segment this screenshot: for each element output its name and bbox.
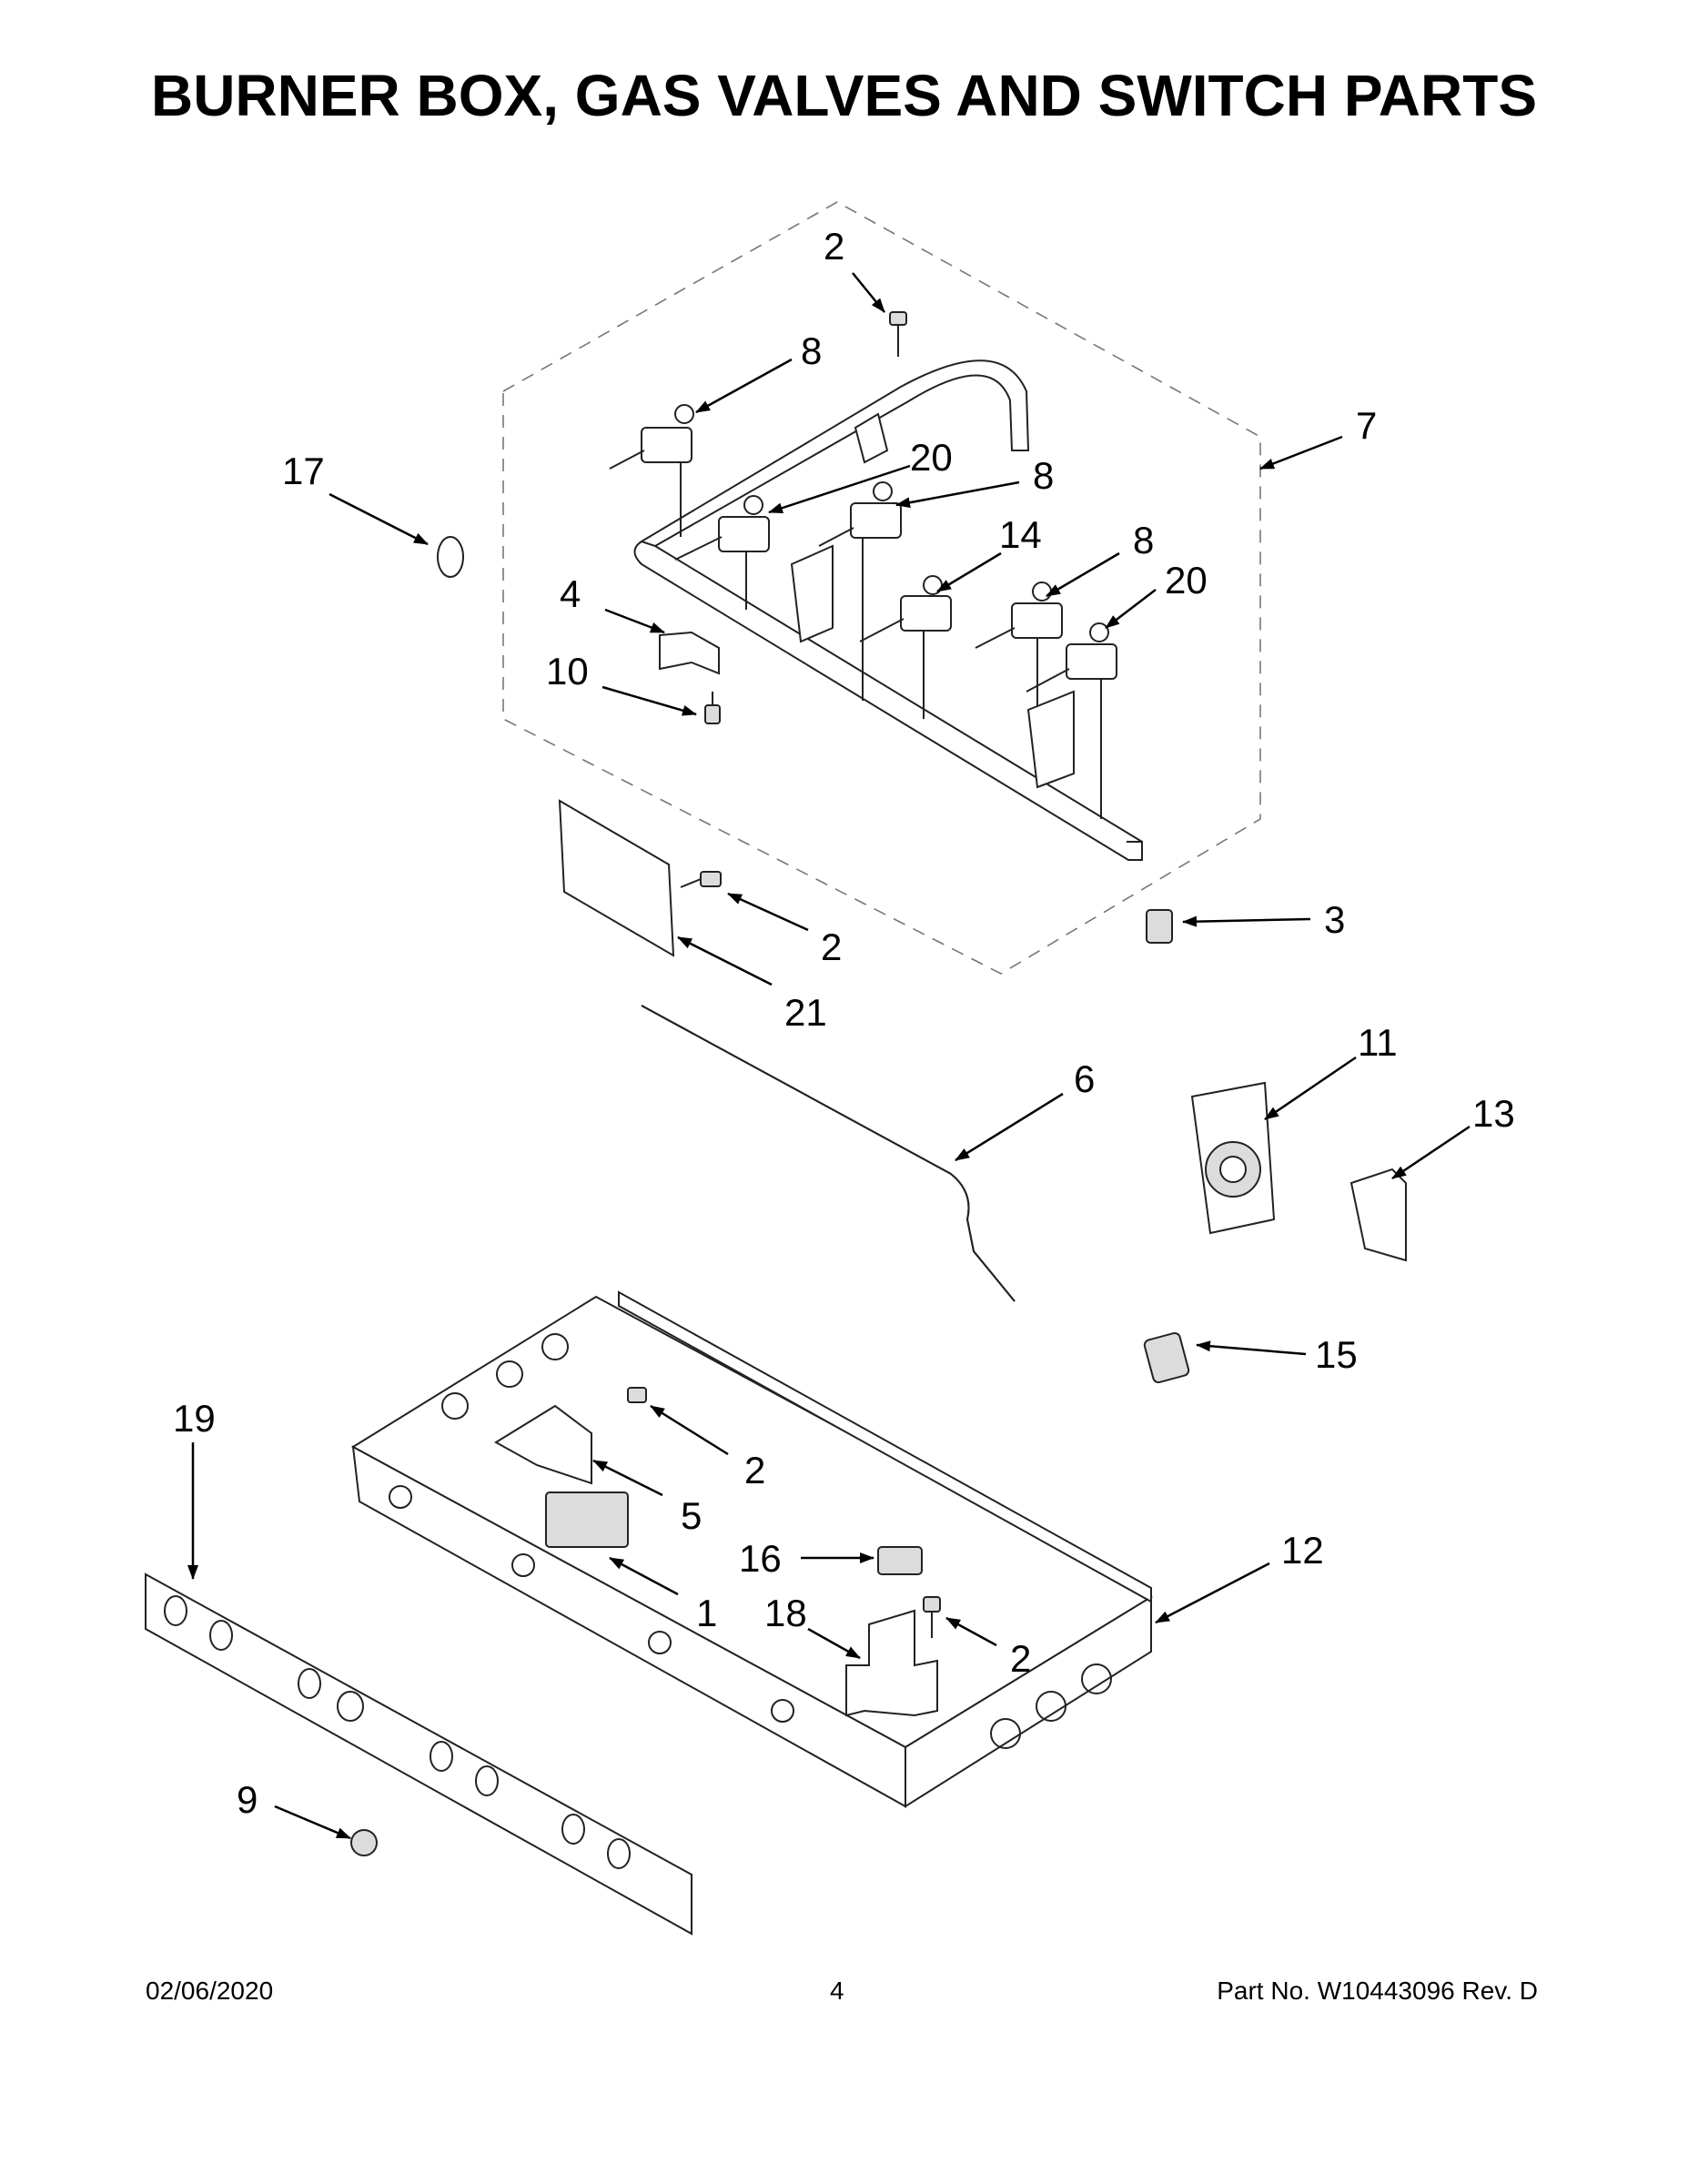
bracket-18 (845, 1609, 938, 1717)
top-bracket (854, 412, 889, 464)
callout-19: 19 (173, 1397, 216, 1440)
switch-16 (877, 1546, 923, 1575)
callout-12: 12 (1281, 1529, 1324, 1572)
callout-20: 20 (910, 436, 953, 479)
manifold-pipe (633, 359, 1143, 861)
front-panel (145, 1572, 692, 1936)
callout-2: 2 (744, 1449, 765, 1491)
callout-8: 8 (801, 329, 822, 372)
screw-box-1 (627, 1387, 647, 1403)
footer-page-number: 4 (830, 1977, 844, 2005)
fitting-15 (1143, 1331, 1190, 1384)
screw-top (889, 311, 907, 357)
callout-5: 5 (681, 1494, 702, 1537)
callout-3: 3 (1324, 898, 1345, 941)
callout-17: 17 (282, 450, 325, 492)
gas-valve-3 (818, 481, 902, 701)
callout-4: 4 (560, 572, 581, 615)
callout-8: 8 (1033, 454, 1054, 497)
callout-11: 11 (1358, 1021, 1398, 1064)
callout-15: 15 (1315, 1333, 1358, 1376)
callout-14: 14 (999, 513, 1042, 556)
seal-disc (437, 536, 464, 578)
callout-1: 1 (696, 1592, 717, 1634)
manifold-assembly-boundary (502, 201, 1261, 975)
bracket-4 (659, 631, 720, 675)
callout-18: 18 (764, 1592, 807, 1634)
knob-ring (350, 1829, 378, 1856)
callout-13: 13 (1472, 1092, 1515, 1135)
bracket-13 (1349, 1168, 1407, 1262)
screw-10 (704, 692, 721, 724)
gas-valve-6 (1026, 622, 1117, 819)
footer-date: 02/06/2020 (146, 1977, 274, 2005)
leader-arrows (187, 272, 1471, 1840)
callout-2: 2 (1010, 1637, 1031, 1680)
gas-valve-1 (609, 404, 694, 537)
screw-box-2 (923, 1596, 941, 1638)
screw-plate (680, 871, 722, 888)
callout-2: 2 (821, 925, 842, 968)
callout-9: 9 (237, 1778, 258, 1821)
page-title: BURNER BOX, GAS VALVES AND SWITCH PARTS (150, 63, 1538, 128)
cover-plate (558, 799, 675, 957)
pressure-regulator (1190, 1081, 1276, 1235)
valve-bracket-right (1026, 690, 1075, 789)
callout-labels: 2 8 7 17 20 8 14 8 20 4 10 2 21 3 6 11 1… (173, 225, 1515, 1821)
fitting-3 (1146, 909, 1173, 944)
callout-2: 2 (824, 225, 844, 268)
valve-bracket-left (790, 544, 834, 643)
bracket-5 (494, 1404, 592, 1485)
callout-21: 21 (784, 991, 827, 1034)
callout-7: 7 (1356, 404, 1377, 447)
callout-16: 16 (739, 1537, 782, 1580)
footer-part-number: Part No. W10443096 Rev. D (1217, 1977, 1538, 2005)
callout-8: 8 (1133, 519, 1154, 561)
ignition-switch-block (545, 1491, 629, 1548)
gas-valve-2 (674, 495, 770, 610)
callout-6: 6 (1074, 1057, 1095, 1100)
callout-20: 20 (1165, 559, 1208, 602)
gas-pipe (641, 1005, 1016, 1302)
callout-10: 10 (546, 650, 589, 693)
